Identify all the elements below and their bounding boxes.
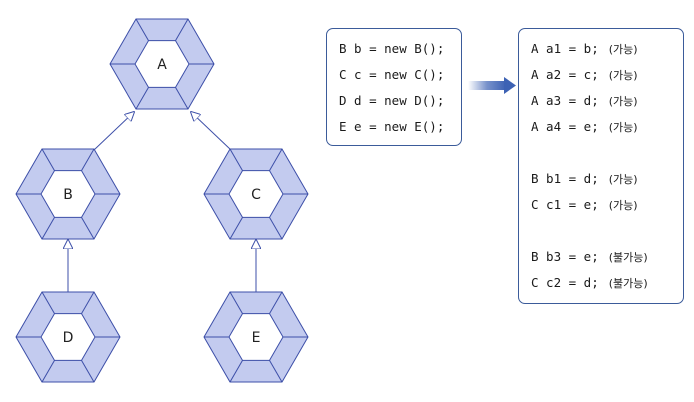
hexagon-facet-line xyxy=(135,87,149,110)
hexagon-inner xyxy=(40,313,96,361)
node-label-d: D xyxy=(63,330,74,346)
node-label-c: C xyxy=(251,187,261,203)
declaration-line: E e = new E(); xyxy=(339,119,445,134)
hexagon-inner xyxy=(134,40,190,88)
hexagon-facet-line xyxy=(41,360,55,383)
transition-arrow-icon xyxy=(468,77,516,94)
assignment-code: A a4 = e; xyxy=(531,119,599,134)
group-spacer xyxy=(519,140,683,166)
assignment-note: (가능) xyxy=(608,69,638,82)
declaration-line: C c = new C(); xyxy=(339,67,445,82)
hexagon-facet-line xyxy=(269,360,283,383)
arrow-b-to-a xyxy=(93,112,134,151)
assignment-line: A a4 = e; (가능) xyxy=(519,114,683,140)
assignment-note: (가능) xyxy=(608,199,638,212)
class-node-a: A xyxy=(109,18,215,110)
declaration-line: B b = new B(); xyxy=(339,41,445,56)
assignment-line: B b1 = d; (가능) xyxy=(519,166,683,192)
group-spacer xyxy=(519,218,683,244)
hexagon-facet-line xyxy=(269,291,283,314)
declaration-line: D d = new D(); xyxy=(339,93,445,108)
hexagon-facet-line xyxy=(135,18,149,41)
assignment-line: A a3 = d; (가능) xyxy=(519,88,683,114)
assignment-code: A a3 = d; xyxy=(531,93,599,108)
hexagon-facet-line xyxy=(229,148,243,171)
class-node-d: D xyxy=(15,291,121,383)
node-label-a: A xyxy=(157,57,167,73)
hexagon-facet-line xyxy=(269,148,283,171)
hexagon-facet-line xyxy=(229,360,243,383)
assignment-note: (가능) xyxy=(608,173,638,186)
hexagon-facet-line xyxy=(41,148,55,171)
hexagon-facet-line xyxy=(229,217,243,240)
hexagon-facet-line xyxy=(41,217,55,240)
hexagon-facet-line xyxy=(41,291,55,314)
assignment-line: C c1 = e; (가능) xyxy=(519,192,683,218)
hexagon-facet-line xyxy=(81,360,95,383)
assignment-code: B b3 = e; xyxy=(531,249,599,264)
hexagon-facet-line xyxy=(81,148,95,171)
hexagon-facet-line xyxy=(81,291,95,314)
hexagon-facet-line xyxy=(175,18,189,41)
assignment-note: (불가능) xyxy=(608,251,648,264)
assignment-note: (가능) xyxy=(608,43,638,56)
arrow-c-to-a xyxy=(191,112,232,151)
assignment-note: (불가능) xyxy=(608,277,648,290)
assignment-code: B b1 = d; xyxy=(531,171,599,186)
assignment-code: A a2 = c; xyxy=(531,67,599,82)
class-node-b: B xyxy=(15,148,121,240)
assignment-line: A a2 = c; (가능) xyxy=(519,62,683,88)
assignment-code: A a1 = b; xyxy=(531,41,599,56)
hexagon-facet-line xyxy=(81,217,95,240)
assignment-result-box: A a1 = b; (가능) A a2 = c; (가능) A a3 = d; (가능… xyxy=(518,28,684,304)
assignment-line: C c2 = d; (불가능) xyxy=(519,270,683,296)
declaration-box: B b = new B(); C c = new C(); D d = new … xyxy=(326,28,462,146)
assignment-line: A a1 = b; (가능) xyxy=(519,36,683,62)
assignment-note: (가능) xyxy=(608,95,638,108)
assignment-line: B b3 = e; (불가능) xyxy=(519,244,683,270)
hexagon-inner xyxy=(228,170,284,218)
node-label-e: E xyxy=(252,330,261,346)
assignment-code: C c2 = d; xyxy=(531,275,599,290)
hexagon-facet-line xyxy=(229,291,243,314)
hexagon-inner xyxy=(228,313,284,361)
hexagon-facet-line xyxy=(175,87,189,110)
node-label-b: B xyxy=(63,187,73,203)
hexagon-facet-line xyxy=(269,217,283,240)
assignment-note: (가능) xyxy=(608,121,638,134)
class-node-e: E xyxy=(203,291,309,383)
class-node-c: C xyxy=(203,148,309,240)
hexagon-inner xyxy=(40,170,96,218)
assignment-code: C c1 = e; xyxy=(531,197,599,212)
